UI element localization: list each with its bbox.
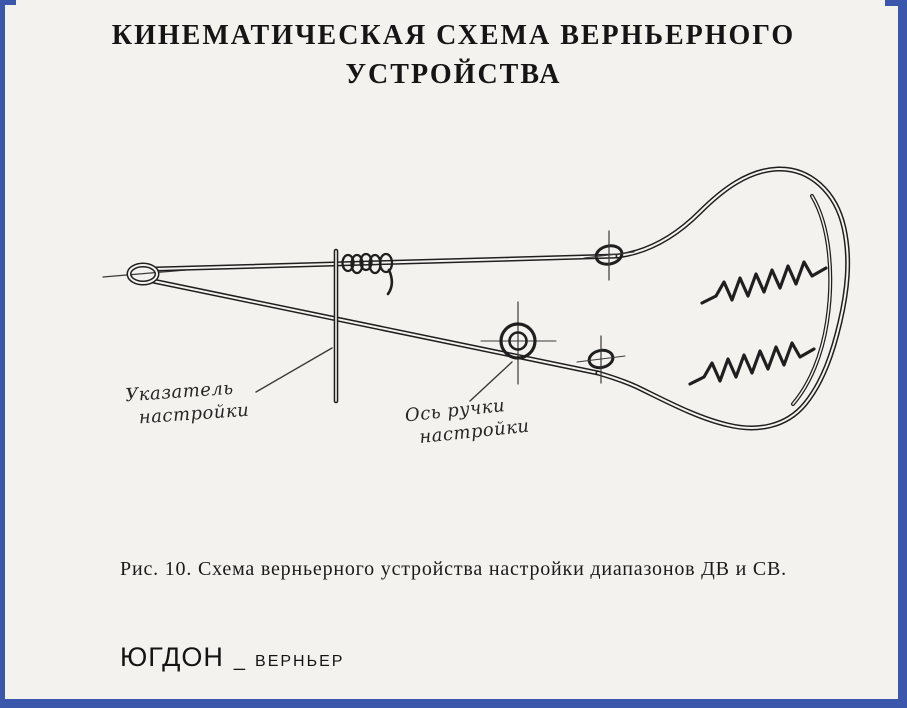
tuning-knob-axis — [480, 301, 557, 385]
title-line-1: КИНЕМАТИЧЕСКАЯ СХЕМА ВЕРНЬЕРНОГО — [111, 20, 796, 51]
drum-inner-loop — [791, 194, 833, 406]
left-eyelet-centerline — [102, 269, 187, 278]
page-title: КИНЕМАТИЧЕСКАЯ СХЕМА ВЕРНЬЕРНОГО УСТРОЙС… — [0, 16, 907, 94]
scan-edge-top-right — [885, 0, 907, 6]
scan-edge-bottom — [0, 699, 907, 708]
guide-pulley-bottom — [576, 335, 626, 384]
cord-bottom — [150, 278, 601, 376]
title-line-2: УСТРОЙСТВА — [345, 59, 562, 91]
scan-edge-right — [898, 0, 907, 708]
scan-edge-top-left — [0, 0, 16, 5]
leader-line-knob-axis — [469, 361, 513, 402]
scan-edge-left — [0, 0, 5, 708]
cord-coil — [341, 252, 394, 296]
drum-loop — [595, 166, 851, 431]
cord-top — [153, 253, 621, 272]
left-eyelet — [126, 262, 160, 286]
watermark-sub: ВЕРНЬЕР — [255, 653, 345, 670]
tension-spring-upper — [700, 260, 828, 305]
guide-pulley-top — [583, 230, 635, 281]
figure-caption: Рис. 10. Схема верньерного устройства на… — [120, 558, 787, 580]
watermark-separator: _ — [233, 649, 246, 671]
tension-spring-lower — [688, 341, 816, 386]
watermark-main: ЮГДОН — [120, 642, 224, 672]
label-tuning-pointer: Указатель настройки — [125, 377, 250, 430]
leader-line-pointer — [255, 347, 333, 393]
watermark: ЮГДОН _ ВЕРНЬЕР — [120, 642, 344, 673]
